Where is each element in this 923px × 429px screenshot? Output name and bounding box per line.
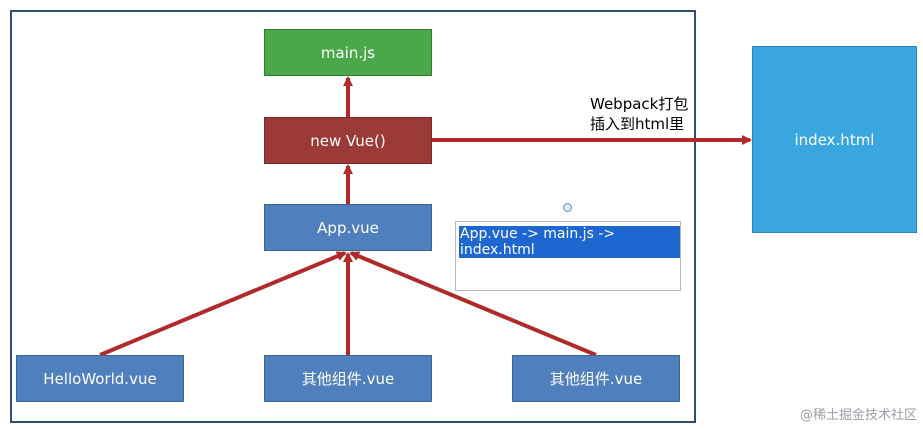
node-app-vue: App.vue (264, 204, 432, 251)
diagram-frame (10, 10, 696, 423)
node-helloworld-vue: HelloWorld.vue (16, 355, 184, 402)
arrow-hello-to-app (99, 251, 347, 357)
selected-text: App.vue -> main.js -> index.html (459, 226, 680, 258)
node-main-js: main.js (264, 29, 432, 76)
webpack-label-line2: 插入到html里 (590, 115, 685, 133)
rotate-handle-icon[interactable] (563, 203, 572, 212)
node-other-component-1: 其他组件.vue (264, 355, 432, 402)
node-index-html: index.html (752, 46, 917, 233)
webpack-label: Webpack打包 插入到html里 (590, 94, 688, 134)
node-other-component-2: 其他组件.vue (512, 355, 680, 402)
webpack-label-line1: Webpack打包 (590, 95, 689, 113)
selected-text-box[interactable]: App.vue -> main.js -> index.html (455, 221, 681, 291)
watermark: @稀土掘金技术社区 (799, 408, 917, 423)
node-new-vue: new Vue() (264, 117, 432, 164)
arrow-other2-to-app (349, 251, 597, 357)
